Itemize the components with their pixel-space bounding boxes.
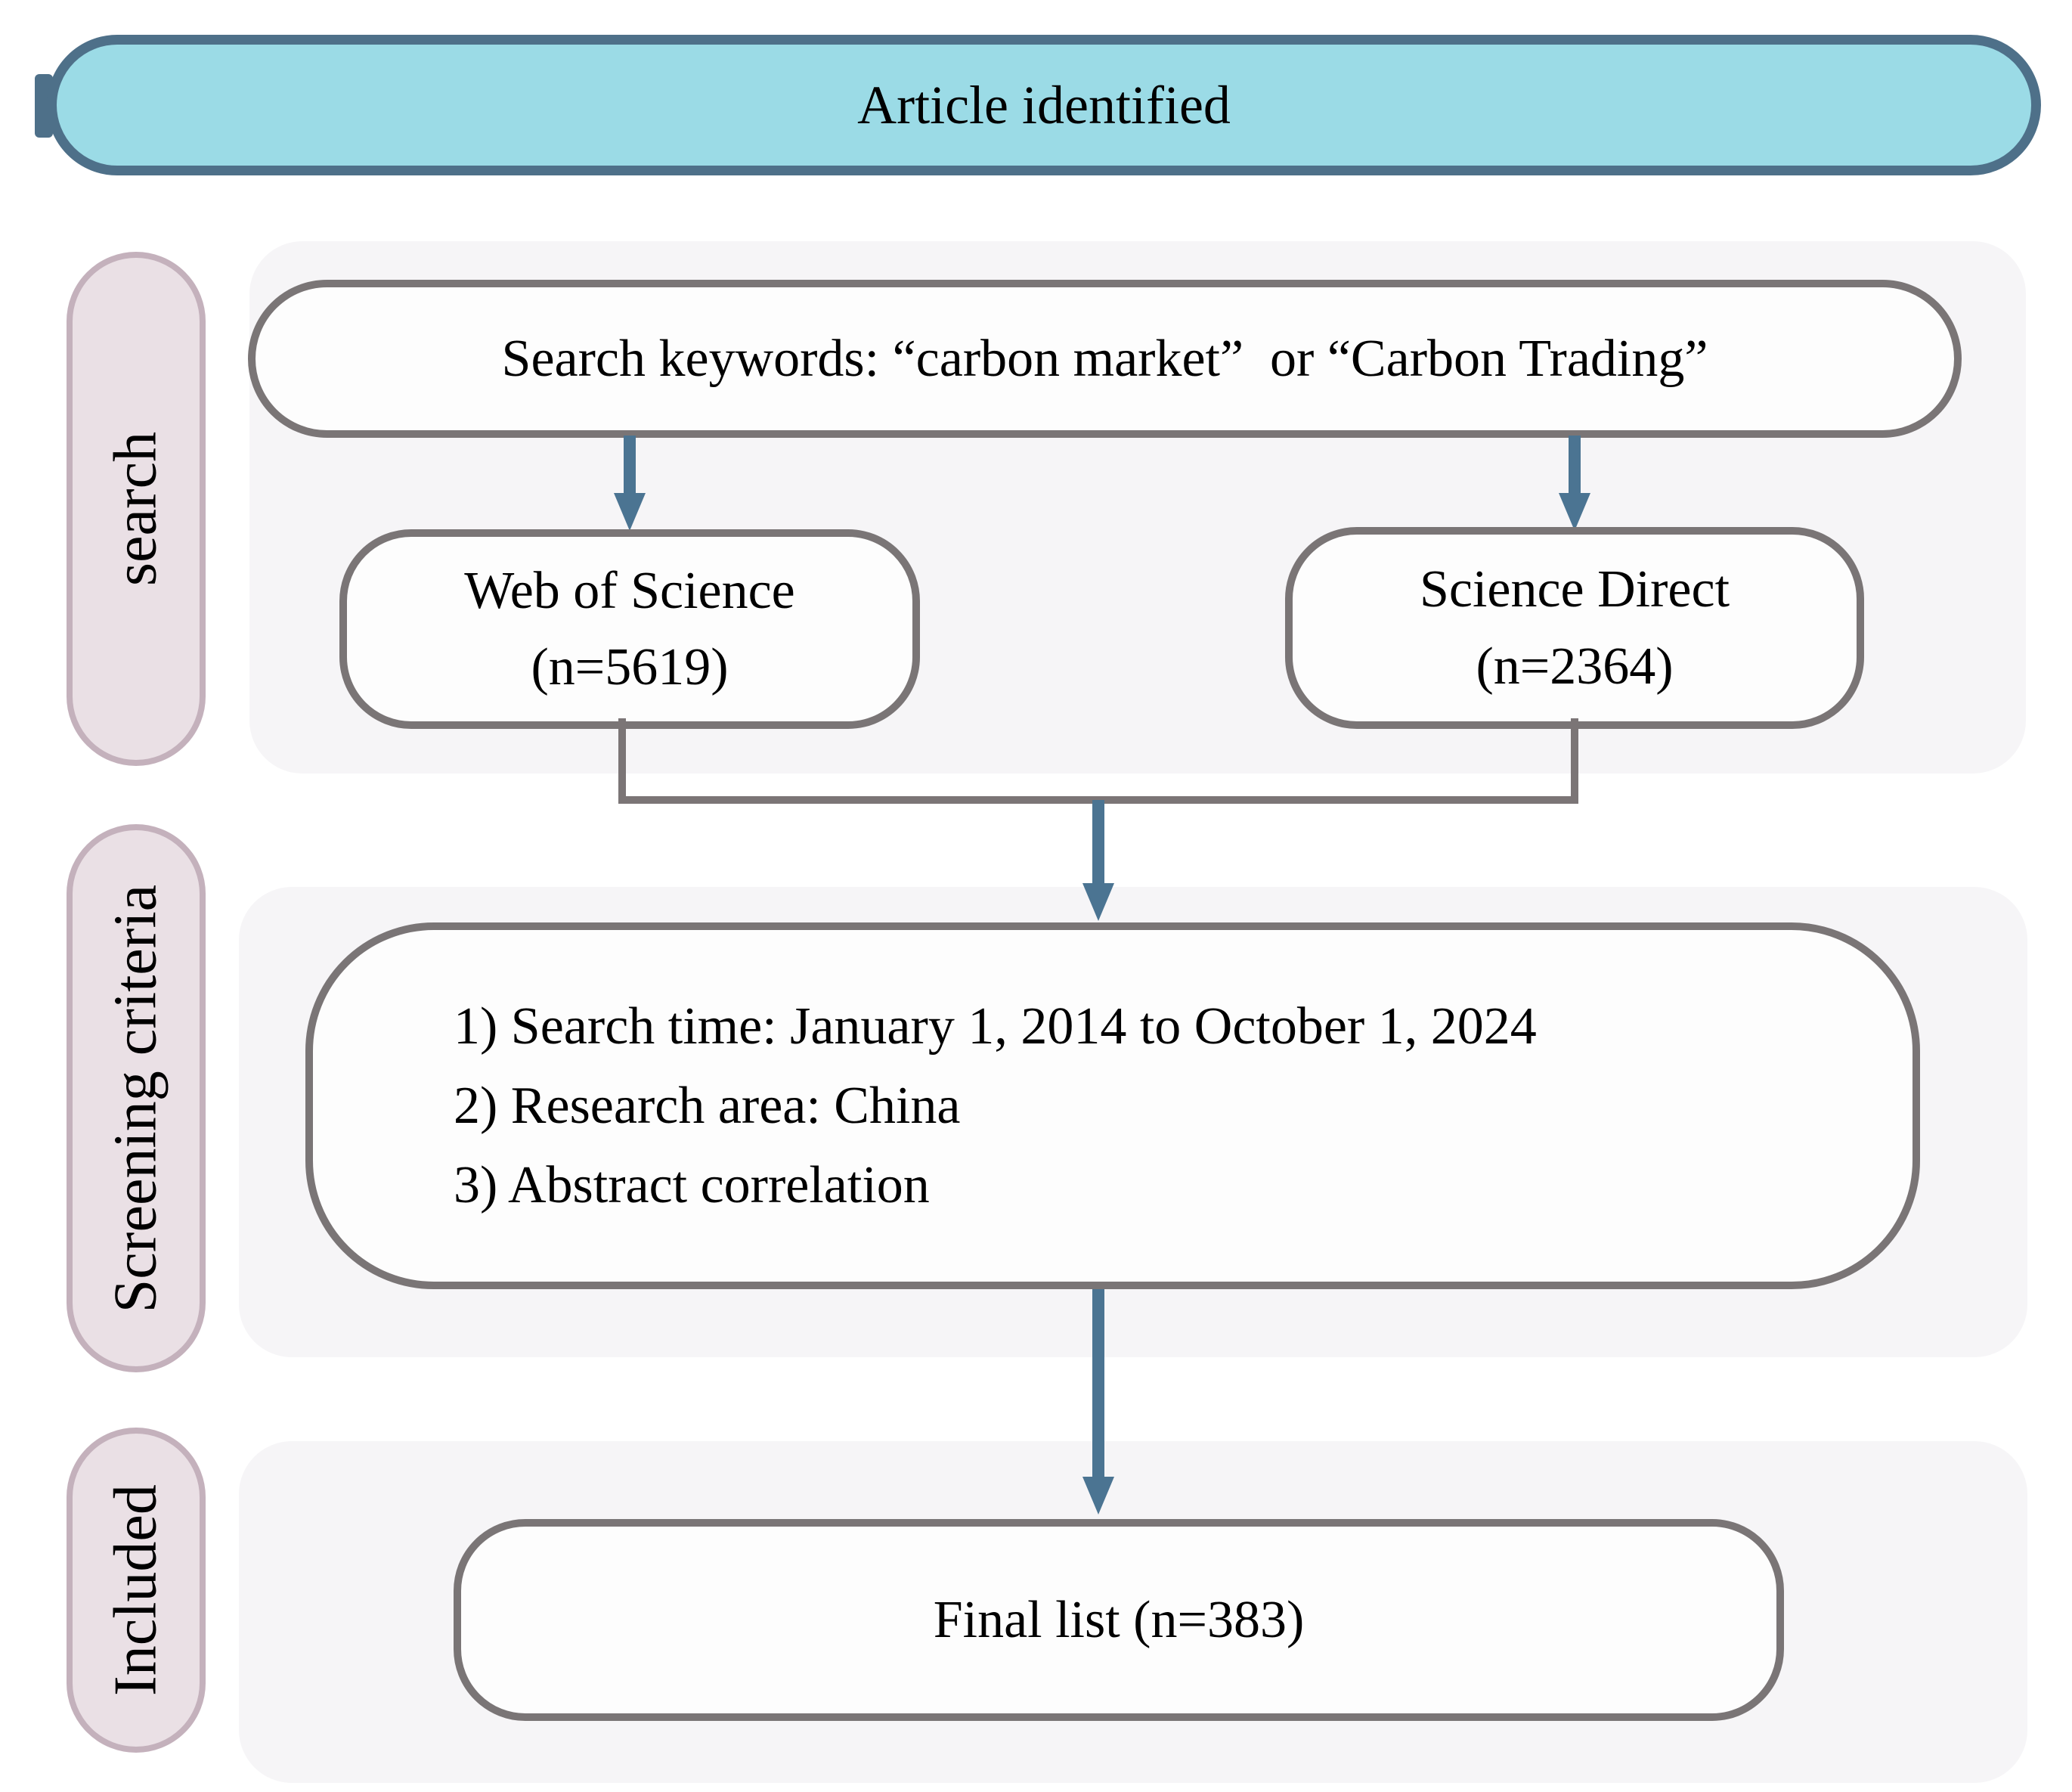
arrow-keywords-to-sciencedirect-head [1559, 493, 1590, 531]
banner-article-identified: Article identified [47, 35, 2041, 175]
arrow-criteria-to-final-shaft [1092, 1289, 1104, 1478]
web-of-science-count: (n=5619) [531, 638, 729, 696]
node-final-list: Final list (n=383) [454, 1519, 1784, 1721]
science-direct-count: (n=2364) [1476, 637, 1674, 696]
stage-label-screening-criteria: Screening criteria [67, 824, 206, 1372]
banner-title: Article identified [857, 74, 1231, 135]
search-keywords-text: Search keywords: “carbon market” or “Car… [501, 329, 1708, 388]
stage-label-included-text: Included [102, 1484, 169, 1696]
arrow-criteria-to-final-head [1082, 1477, 1114, 1515]
arrow-keywords-to-webofscience-shaft [624, 436, 636, 496]
node-web-of-science: Web of Science (n=5619) [339, 529, 920, 729]
science-direct-name: Science Direct [1419, 560, 1730, 619]
connector-webofscience-down [618, 718, 626, 804]
stage-label-included: Included [67, 1428, 206, 1753]
arrow-keywords-to-webofscience-head [614, 493, 646, 531]
stage-label-search: search [67, 252, 206, 766]
criteria-item-3: 3) Abstract correlation [454, 1156, 930, 1214]
arrow-merge-to-criteria-head [1082, 883, 1114, 921]
stage-label-screening-criteria-text: Screening criteria [102, 884, 169, 1313]
node-screening-criteria: 1) Search time: January 1, 2014 to Octob… [305, 922, 1920, 1289]
criteria-item-2: 2) Research area: China [454, 1077, 961, 1135]
connector-sciencedirect-down [1571, 718, 1578, 804]
node-science-direct: Science Direct (n=2364) [1285, 527, 1864, 729]
web-of-science-name: Web of Science [464, 561, 795, 620]
final-list-text: Final list (n=383) [933, 1590, 1305, 1649]
arrow-merge-to-criteria-shaft [1092, 800, 1104, 885]
node-search-keywords: Search keywords: “carbon market” or “Car… [248, 280, 1962, 438]
arrow-keywords-to-sciencedirect-shaft [1569, 436, 1581, 496]
stage-label-search-text: search [102, 431, 169, 587]
criteria-item-1: 1) Search time: January 1, 2014 to Octob… [454, 997, 1537, 1056]
